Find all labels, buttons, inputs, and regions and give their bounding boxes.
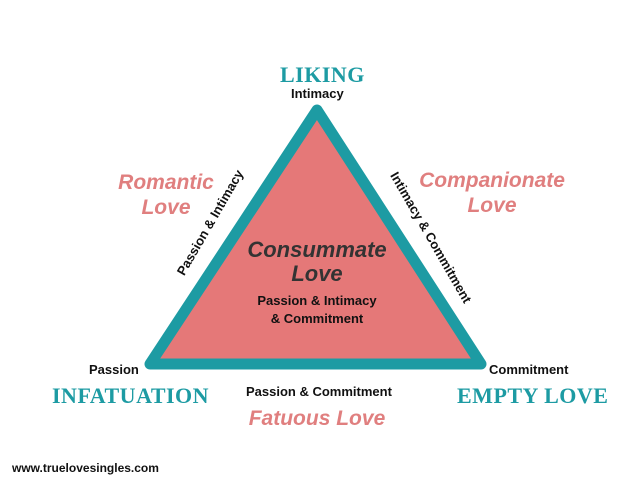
love-type-fatuous: Fatuous Love bbox=[248, 407, 386, 430]
vertex-title-liking: LIKING bbox=[280, 62, 365, 87]
side-label-passion-commitment: Passion & Commitment bbox=[246, 384, 392, 399]
center-subtitle: Passion & Intimacy & Commitment bbox=[232, 292, 402, 328]
love-type-romantic-line1: Romantic bbox=[118, 171, 214, 194]
center-title-line2: Love bbox=[291, 261, 343, 286]
center-title-line1: Consummate bbox=[247, 237, 387, 262]
love-type-romantic-line2: Love bbox=[141, 196, 191, 219]
vertex-component-intimacy: Intimacy bbox=[291, 86, 344, 101]
website-url: www.truelovesingles.com bbox=[12, 461, 159, 475]
vertex-title-empty-love: EMPTY LOVE bbox=[457, 383, 609, 408]
center-subtitle-line1: Passion & Intimacy bbox=[257, 293, 377, 308]
love-triangle bbox=[144, 104, 487, 370]
vertex-component-commitment: Commitment bbox=[489, 362, 569, 377]
vertex-component-passion: Passion bbox=[89, 362, 139, 377]
center-title: Consummate Love bbox=[237, 238, 397, 286]
vertex-title-infatuation: INFATUATION bbox=[52, 383, 210, 408]
center-subtitle-line2: & Commitment bbox=[270, 311, 364, 326]
love-type-companionate-line1: Companionate bbox=[419, 169, 565, 192]
love-type-companionate-line2: Love bbox=[467, 194, 517, 217]
love-type-companionate: Companionate Love bbox=[412, 168, 572, 218]
love-type-romantic: Romantic Love bbox=[108, 170, 224, 220]
